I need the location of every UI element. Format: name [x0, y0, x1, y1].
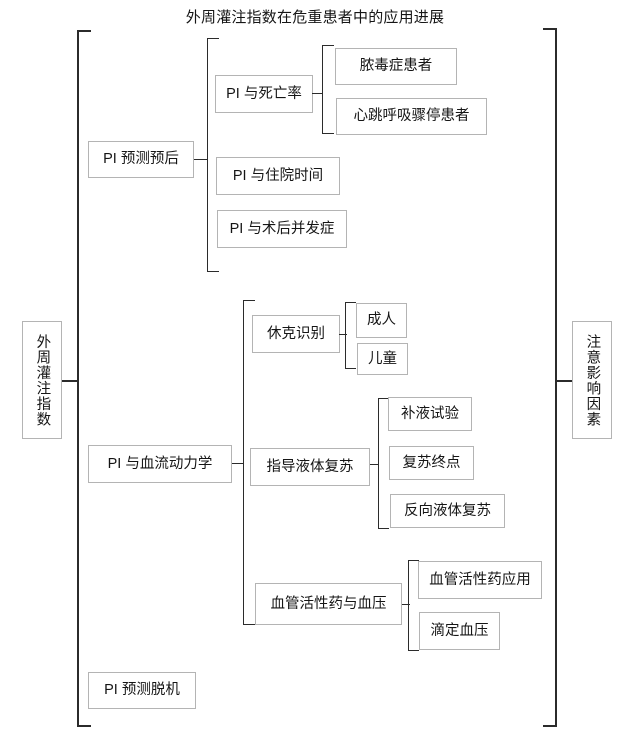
- node-reverse-fluid-resuscitation[interactable]: 反向液体复苏: [390, 494, 505, 528]
- aside-bracket: [543, 28, 557, 727]
- node-shock-recognition[interactable]: 休克识别: [252, 315, 340, 353]
- bracket-mortality-children: [322, 45, 334, 134]
- connector-shock: [339, 334, 347, 335]
- connector-fluid: [370, 464, 379, 465]
- root-node-peripheral-perfusion-index[interactable]: 外周灌注指数: [22, 321, 62, 439]
- node-pi-mortality[interactable]: PI 与死亡率: [215, 75, 313, 113]
- branch-node-hemodynamics[interactable]: PI 与血流动力学: [88, 445, 232, 483]
- bracket-hemodynamics-children: [243, 300, 255, 625]
- aside-node-influencing-factors[interactable]: 注意影响因素: [572, 321, 612, 439]
- bracket-prognosis-children: [207, 38, 219, 272]
- node-pi-postop-complications[interactable]: PI 与术后并发症: [217, 210, 347, 248]
- page-title: 外周灌注指数在危重患者中的应用进展: [185, 9, 445, 26]
- root-connector: [62, 380, 78, 382]
- bracket-vasoactive-children: [408, 560, 419, 651]
- aside-connector: [557, 380, 573, 382]
- branch-node-prognosis[interactable]: PI 预测预后: [88, 141, 194, 178]
- connector-prognosis: [194, 159, 208, 160]
- node-children[interactable]: 儿童: [357, 343, 408, 375]
- node-cardiac-arrest-patients[interactable]: 心跳呼吸骤停患者: [336, 98, 487, 135]
- node-sepsis-patients[interactable]: 脓毒症患者: [335, 48, 457, 85]
- node-vasoactive-drugs-and-bp[interactable]: 血管活性药与血压: [255, 583, 402, 625]
- node-fluid-resuscitation-guidance[interactable]: 指导液体复苏: [250, 448, 370, 486]
- node-fluid-challenge[interactable]: 补液试验: [388, 397, 472, 431]
- node-pi-length-of-stay[interactable]: PI 与住院时间: [216, 157, 340, 195]
- bracket-shock-children: [345, 302, 356, 369]
- connector-vasoactive: [402, 604, 410, 605]
- node-resuscitation-endpoint[interactable]: 复苏终点: [389, 446, 474, 480]
- connector-hemodynamics: [232, 463, 244, 464]
- bracket-fluid-children: [378, 398, 389, 529]
- node-bp-titration[interactable]: 滴定血压: [419, 612, 500, 650]
- main-bracket: [77, 30, 91, 727]
- connector-mortality: [312, 93, 323, 94]
- branch-node-weaning[interactable]: PI 预测脱机: [88, 672, 196, 709]
- node-vasoactive-drug-use[interactable]: 血管活性药应用: [418, 561, 542, 599]
- node-adults[interactable]: 成人: [356, 303, 407, 338]
